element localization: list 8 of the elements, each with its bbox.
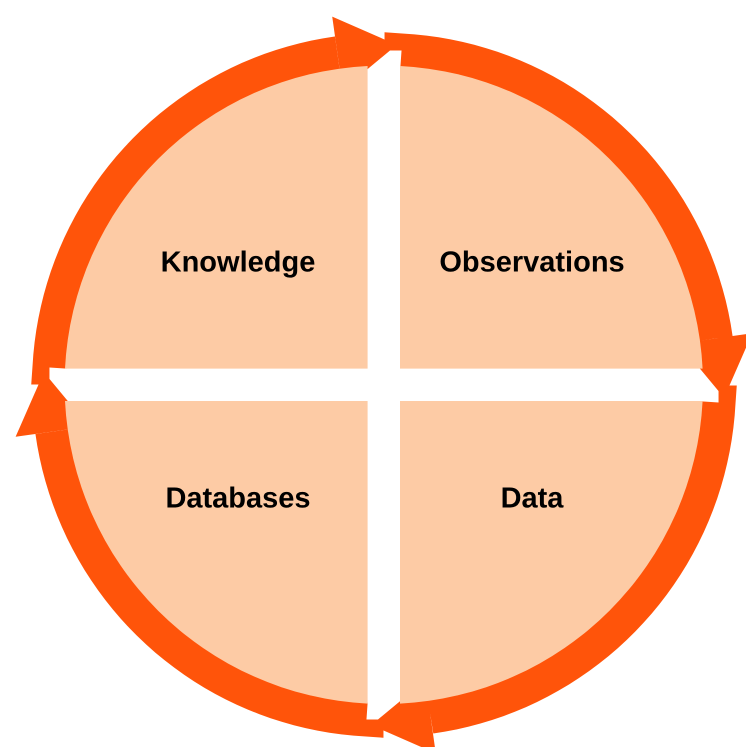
quadrant-label: Databases <box>165 482 311 516</box>
quadrant-segment <box>400 66 703 369</box>
quadrant-segment <box>400 401 703 704</box>
quadrant-label: Knowledge <box>160 246 316 280</box>
quadrant-segment <box>65 66 368 369</box>
quadrant-segment <box>65 401 368 704</box>
quadrant-label: Data <box>500 482 564 516</box>
quadrant-label: Observations <box>439 246 625 280</box>
